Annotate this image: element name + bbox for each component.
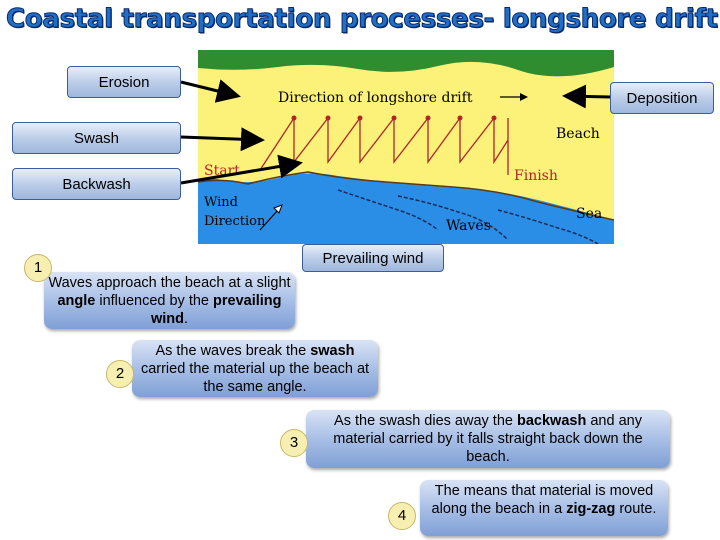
backwash-label: Backwash [12, 168, 181, 200]
erosion-label: Erosion [67, 66, 181, 98]
step-1-card: Waves approach the beach at a slight ang… [44, 272, 295, 329]
step-3-text-part: As the swash dies away the [334, 413, 517, 429]
step-3-text-part: backwash [517, 413, 586, 429]
step-1-text-part: . [184, 311, 188, 327]
step-2-card: As the waves break the swash carried the… [132, 340, 378, 397]
step-1-text-part: angle [57, 293, 95, 309]
step-2-text-part: As the waves break the [155, 343, 310, 359]
step-3-number: 3 [280, 429, 308, 457]
step-1-number: 1 [24, 254, 52, 282]
step-4-number: 4 [388, 502, 416, 530]
deposition-label: Deposition [610, 82, 714, 114]
step-2-text-part: carried the material up the beach at the… [141, 361, 369, 395]
step-2-number: 2 [106, 360, 134, 388]
step-3-card: As the swash dies away the backwash and … [306, 410, 670, 468]
swash-label: Swash [12, 122, 181, 154]
step-1-text-part: Waves approach the beach at a slight [48, 275, 290, 291]
step-2-text-part: swash [310, 343, 354, 359]
prevailing-wind-label: Prevailing wind [302, 244, 444, 272]
step-1-text-part: influenced by the [95, 293, 213, 309]
step-4-text-part: zig-zag [566, 501, 615, 517]
step-4-text-part: route. [615, 501, 656, 517]
step-4-card: The means that material is moved along t… [420, 480, 668, 536]
